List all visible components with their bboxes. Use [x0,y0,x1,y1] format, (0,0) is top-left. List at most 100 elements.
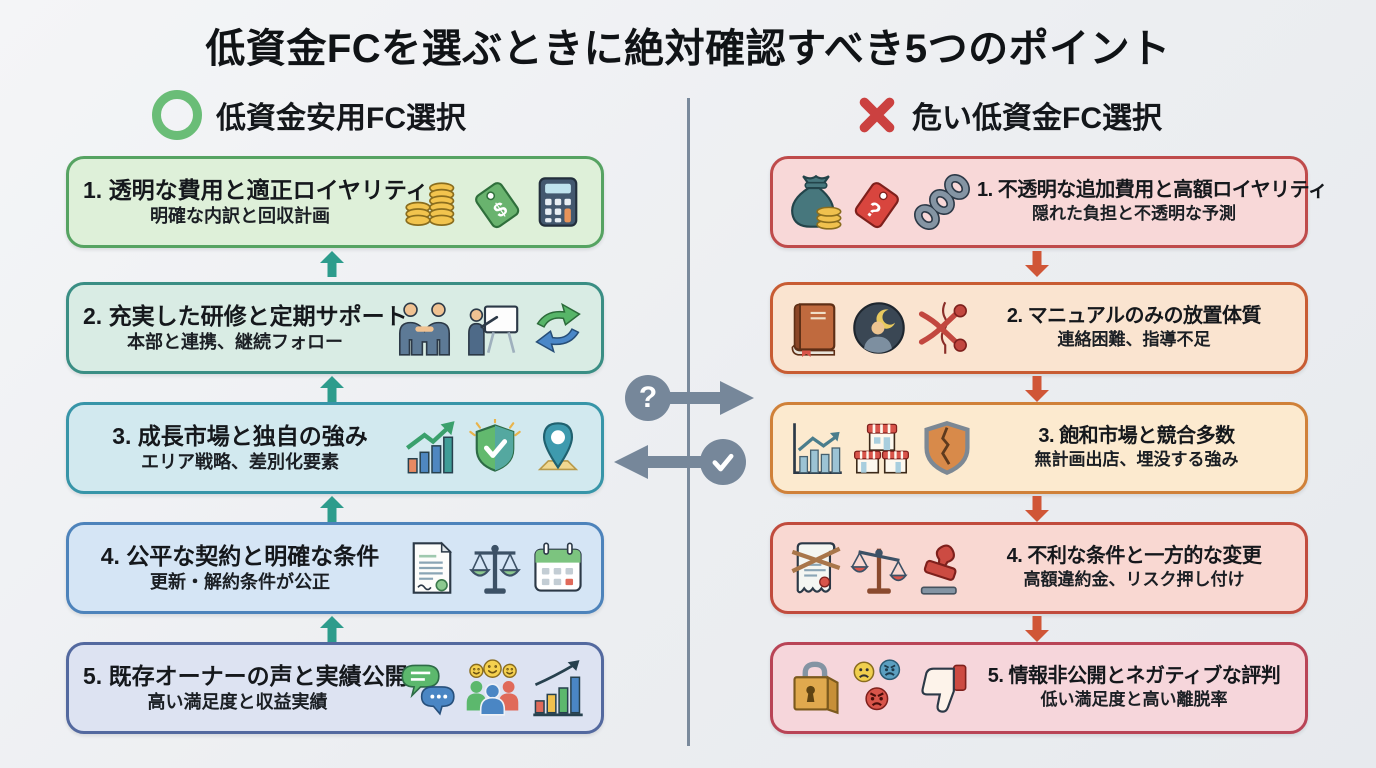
item-text: 1. 不透明な追加費用と高額ロイヤリティ 隠れた負担と不透明な予測 [977,178,1328,225]
check-icon [712,453,734,472]
item-icons [398,659,587,717]
left-item-2: 2. 充実した研修と定期サポート 本部と連携、継続フォロー [66,282,604,374]
item-subtitle: エリア戦略、差別化要素 [141,451,339,472]
item-icons [787,659,971,717]
down-arrow-icon [1025,376,1049,402]
cut-connection-icon [918,301,967,354]
right-header-label: 危い低資金FC選択 [912,102,1162,135]
right-column-header: 危い低資金FC選択 [856,92,1162,138]
item-text: 3. 成長市場と独自の強み エリア戦略、差別化要素 [83,422,397,474]
right-item-2: 2. マニュアルのみの放置体質 連絡困難、指導不足 [770,282,1308,374]
item-text: 5. 既存オーナーの声と実績公開 高い満足度と収益実績 [83,662,408,714]
item-title: 1. 不透明な追加費用と高額ロイヤリティ [977,179,1328,202]
item-title: 3. 成長市場と独自の強み [112,422,368,449]
balance-scales-icon [469,544,521,594]
calculator-icon [538,177,578,227]
right-item-5: 5. 情報非公開とネガティブな評判 低い満足度と高い離脱率 [770,642,1308,734]
up-arrow-icon [320,496,344,522]
item-subtitle: 連絡困難、指導不足 [1057,330,1211,350]
question-mark: ? [638,381,658,414]
item-icons [403,419,587,477]
item-text: 1. 透明な費用と適正ロイヤリティ 明確な内訳と回収計画 [83,176,429,228]
up-arrow-icon [320,616,344,642]
left-item-3: 3. 成長市場と独自の強み エリア戦略、差別化要素 [66,402,604,494]
manual-book-icon [791,303,836,357]
stagnant-chart-icon [793,423,842,475]
handshake-icon [398,302,451,356]
money-bag-icon [791,174,842,230]
item-icons: $ [403,173,587,231]
item-subtitle: 低い満足度と高い離脱率 [1040,690,1228,710]
item-title: 2. マニュアルのみの放置体質 [1006,305,1262,328]
stamp-icon [920,544,957,595]
item-title: 4. 不利な条件と一方的な変更 [1006,545,1262,568]
item-subtitle: 本部と連携、継続フォロー [127,331,343,352]
price-tag-dollar-icon: $ [475,182,520,229]
item-icons [393,299,587,357]
right-item-3: 3. 飽和市場と競合多数 無計画出店、埋没する強み [770,402,1308,494]
item-title: 4. 公平な契約と明確な条件 [100,542,380,569]
page-title: 低資金FCを選ぶときに絶対確認すべき5つのポイント [205,27,1171,71]
item-subtitle: 明確な内訳と回収計画 [150,205,330,226]
check-circle-icon [700,439,746,485]
chat-bubbles-icon [401,664,455,716]
item-subtitle: 無計画出店、埋没する強み [1034,450,1239,470]
center-divider [687,98,690,746]
item-icons [787,299,971,357]
x-mark-icon [859,97,895,133]
right-item-1: ? 1. 不透明な追加費用と高額ロイヤリティ 隠れた負担と不透明な予測 [770,156,1328,248]
item-text: 5. 情報非公開とネガティブな評判 低い満足度と高い離脱率 [977,664,1291,711]
up-arrow-icon [320,251,344,277]
bound-contract-icon [791,542,841,594]
down-arrow-icon [1025,496,1049,522]
down-arrow-icon [1025,616,1049,642]
item-icons: ? [787,173,971,231]
location-pin-icon [537,422,579,471]
item-icons [787,419,976,477]
contract-document-icon [412,541,453,594]
item-title: 1. 透明な費用と適正ロイヤリティ [83,176,429,203]
item-text: 4. 不利な条件と一方的な変更 高額違約金、リスク押し付け [977,544,1291,591]
locked-box-icon [793,661,839,715]
broken-shield-icon [924,421,970,476]
negative-faces-icon [853,659,901,711]
item-title: 5. 情報非公開とネガティブな評判 [987,665,1281,688]
left-column-header: 低資金安用FC選択 [152,90,466,140]
calendar-icon [534,542,582,592]
isolated-person-icon [853,302,905,354]
happy-customers-icon [466,659,519,716]
coins-icon [405,182,455,226]
item-subtitle: 高い満足度と収益実績 [147,691,328,712]
compare-right-arrow-icon [666,381,754,415]
unbalanced-scales-icon [850,548,908,594]
item-icons [787,539,971,597]
storefronts-icon [854,423,909,474]
question-circle-icon: ? [625,375,671,421]
item-subtitle: 高額違約金、リスク押し付け [1023,570,1245,590]
item-icons [403,539,587,597]
left-item-5: 5. 既存オーナーの声と実績公開 高い満足度と収益実績 [66,642,604,734]
circle-ok-icon [152,90,202,140]
down-arrow-icon [1025,251,1049,277]
item-subtitle: 隠れた負担と不透明な予測 [1032,204,1236,224]
left-item-4: 4. 公平な契約と明確な条件 更新・解約条件が公正 [66,522,604,614]
item-subtitle: 更新・解約条件が公正 [150,571,330,592]
shield-check-icon [469,419,521,472]
chain-icon [914,174,970,230]
item-text: 2. マニュアルのみの放置体質 連絡困難、指導不足 [977,304,1291,351]
growth-chart-icon [406,421,455,474]
thumbs-down-icon [921,664,967,713]
item-title: 2. 充実した研修と定期サポート [83,302,408,329]
item-title: 3. 飽和市場と競合多数 [1038,425,1235,448]
left-item-1: 1. 透明な費用と適正ロイヤリティ 明確な内訳と回収計画 $ [66,156,604,248]
rising-bars-icon [533,660,583,717]
item-text: 2. 充実した研修と定期サポート 本部と連携、継続フォロー [83,302,408,354]
question-tag-icon: ? [854,182,899,229]
compare-left-arrow-icon [614,445,702,479]
right-item-4: 4. 不利な条件と一方的な変更 高額違約金、リスク押し付け [770,522,1308,614]
refresh-arrows-icon [535,302,581,354]
item-title: 5. 既存オーナーの声と実績公開 [83,662,408,689]
item-text: 4. 公平な契約と明確な条件 更新・解約条件が公正 [83,542,397,594]
left-header-label: 低資金安用FC選択 [216,102,466,135]
